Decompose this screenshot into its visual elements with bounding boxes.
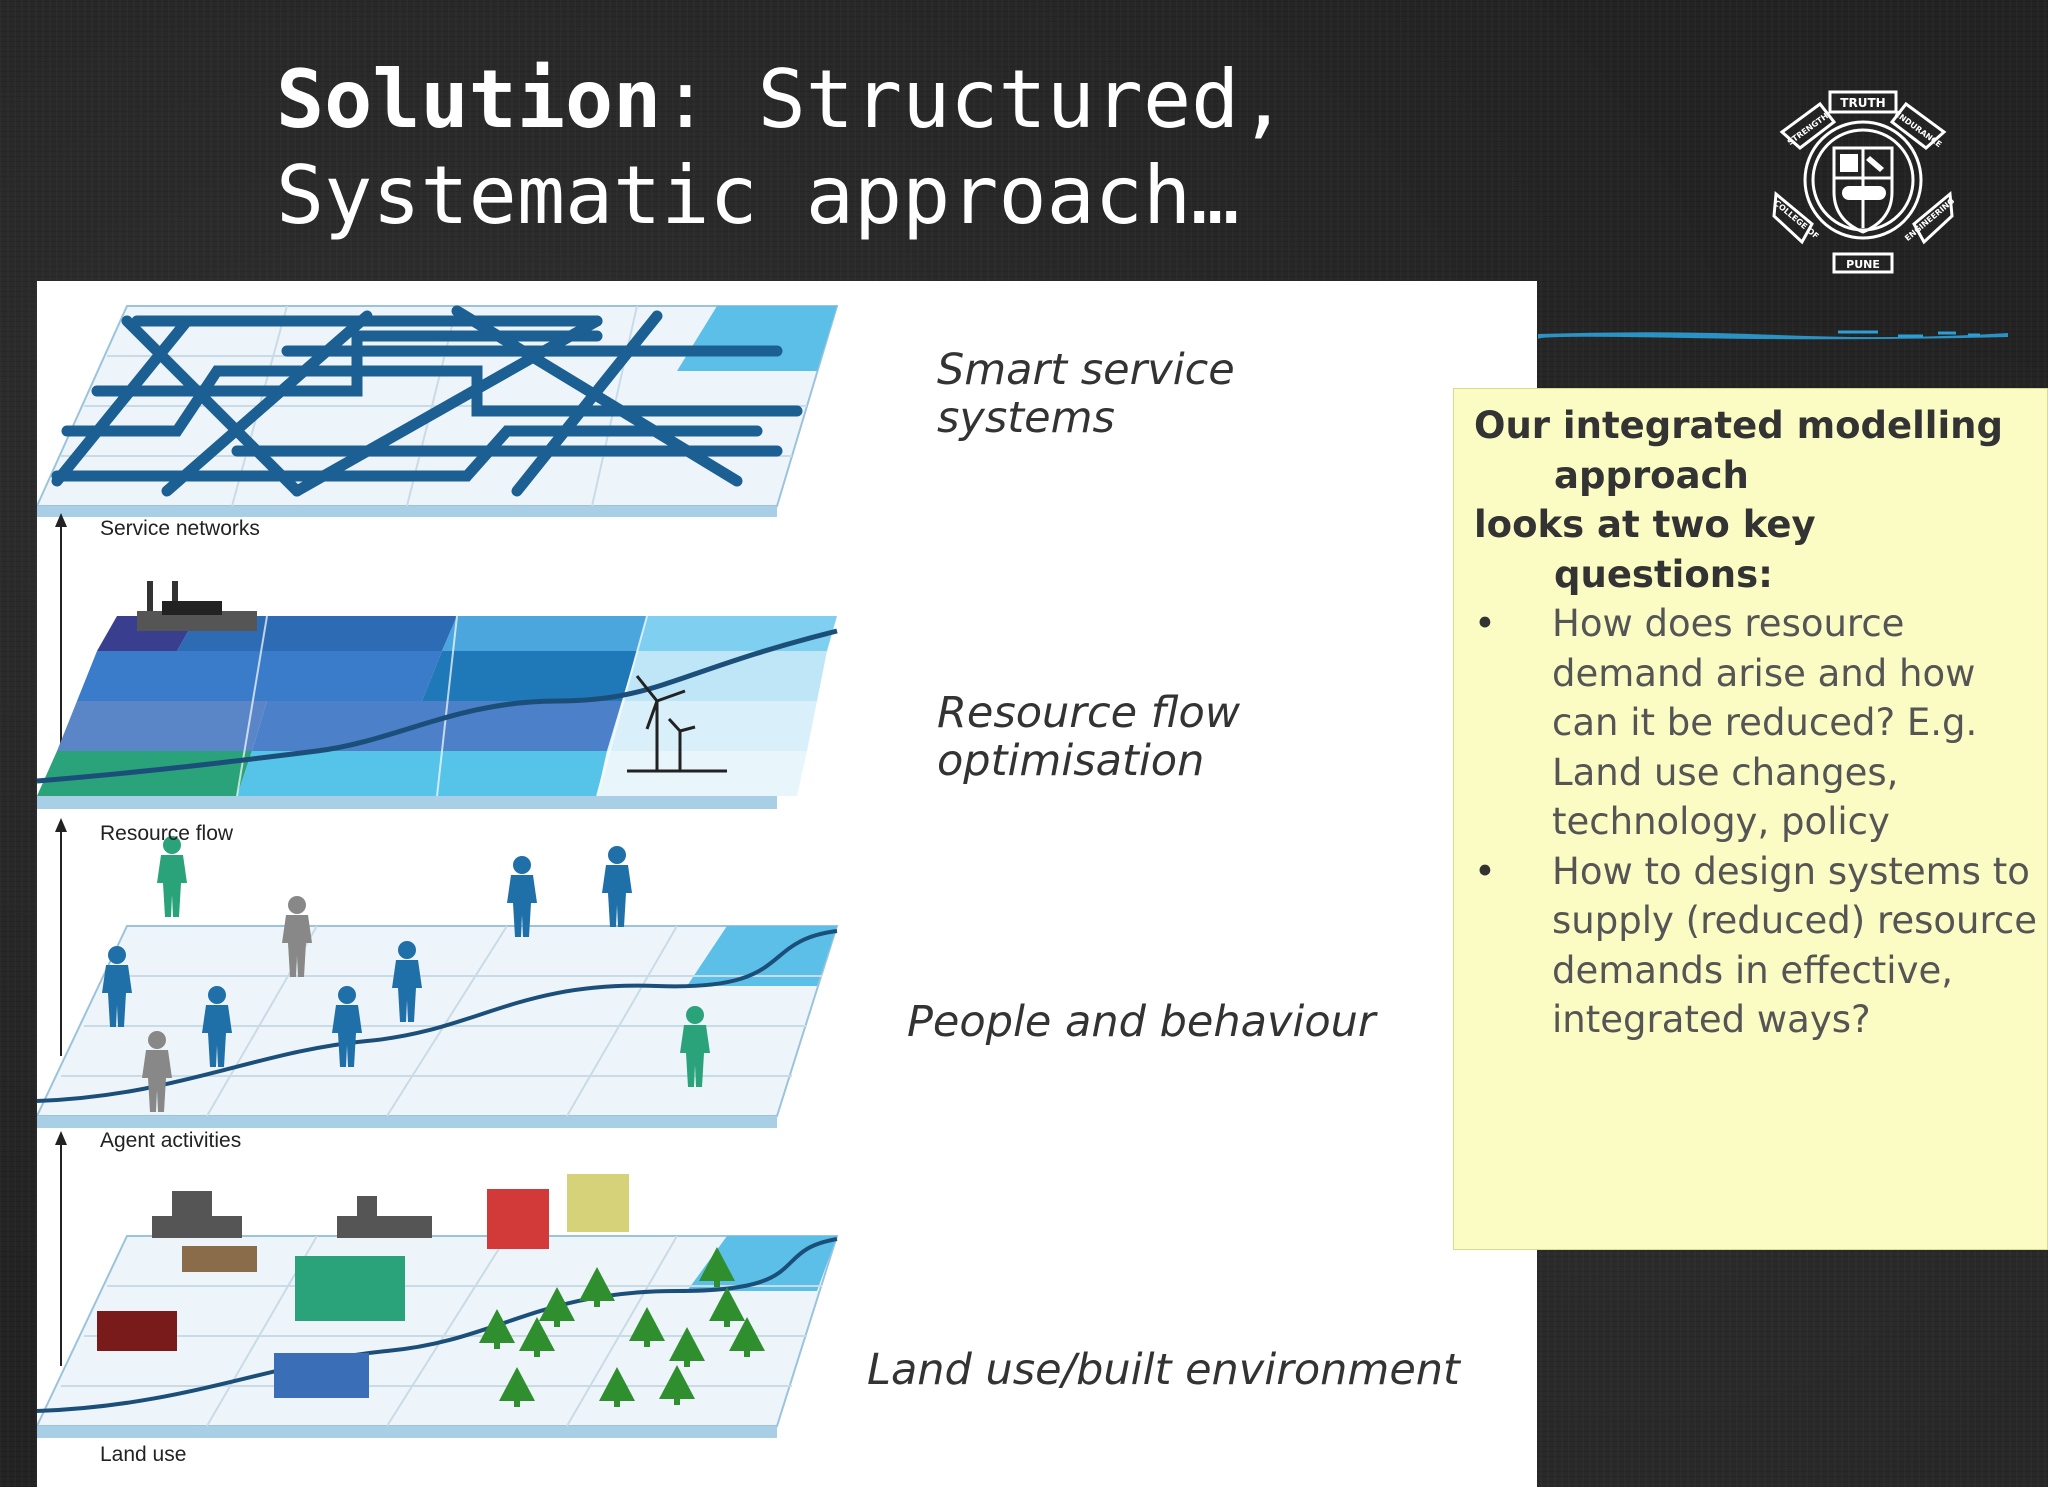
axis-label-resource-flow: Resource flow (100, 822, 234, 845)
layer-title-resource-line2: optimisation (937, 736, 1205, 786)
bullet-dot-icon: • (1474, 849, 1496, 893)
layer-title-people: People and behaviour (907, 997, 1376, 1047)
logo-top-text: TRUTH (1840, 96, 1885, 110)
axis-label-service-networks: Service networks (100, 517, 260, 540)
slide-title-bold: Solution (276, 53, 662, 146)
note-bullet-list: • How does resource demand arise and how … (1474, 599, 2037, 1045)
axis-label-agent-activities: Agent activities (100, 1129, 242, 1152)
brush-stroke-decoration (1538, 330, 2008, 340)
axis-label-land-use: Land use (100, 1443, 187, 1466)
slide-title-rest: : Structured, (661, 53, 1288, 146)
resource-flow-layer (37, 581, 838, 809)
key-questions-note: Our integrated modelling approach looks … (1453, 388, 2048, 1250)
agent-activities-layer (37, 836, 839, 1128)
slide-title: Solution: Structured,Systematic approach… (276, 52, 1287, 244)
layer-title-service-line2: systems (937, 393, 1115, 443)
land-use-layer (37, 1174, 839, 1438)
note-bullet-item: • How does resource demand arise and how … (1474, 599, 2037, 847)
logo-base-text: PUNE (1846, 258, 1880, 271)
layer-title-land-use: Land use/built environment (867, 1345, 1460, 1395)
note-intro-line1: Our integrated modelling approach (1474, 404, 2004, 497)
note-bullet-text: How to design systems to supply (reduced… (1552, 849, 2037, 1042)
note-intro-line2: looks at two key questions: (1474, 503, 1816, 596)
layer-title-resource-line1: Resource flow (937, 688, 1240, 738)
bullet-dot-icon: • (1474, 602, 1496, 645)
note-bullet-item: • How to design systems to supply (reduce… (1474, 847, 2037, 1045)
note-bullet-text: How does resource demand arise and how c… (1552, 602, 1978, 843)
service-network-layer (37, 305, 839, 517)
layer-title-service-line1: Smart service (937, 345, 1235, 395)
slide-title-line2: Systematic approach… (276, 149, 1240, 242)
college-emblem-logo: TRUTH STRENGTH ENDURANCE COLLEGE OF ENGI… (1772, 90, 1954, 274)
